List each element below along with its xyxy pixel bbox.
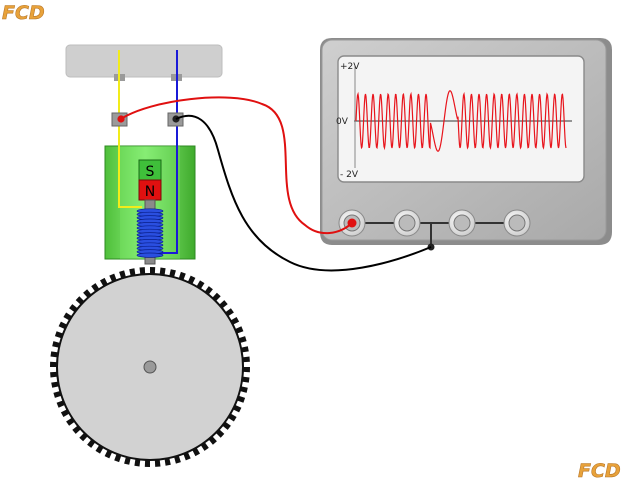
magnet-s-label: S	[146, 164, 155, 180]
bnc-input-2[interactable]	[393, 209, 421, 237]
fcd-logo-bottom: FCD	[578, 460, 621, 482]
yellow-wire	[118, 50, 142, 208]
signal-trace	[355, 90, 567, 152]
coil-turn	[136, 252, 164, 258]
label-plus-2v: +2V	[340, 62, 360, 72]
terminal-block-icon	[65, 44, 223, 81]
bnc-input-3[interactable]	[448, 209, 476, 237]
label-0v: 0V	[336, 117, 349, 127]
scope-screen	[337, 55, 585, 183]
label-minus-2v: - 2V	[340, 170, 359, 180]
magnet-icon: S N	[138, 159, 162, 201]
fcd-logo-top: FCD	[2, 2, 45, 24]
magnet-n-label: N	[145, 184, 155, 200]
oscilloscope: +2V 0V - 2V	[320, 38, 612, 251]
red-wire	[120, 96, 353, 234]
coil-icon	[136, 208, 164, 258]
blue-wire	[160, 50, 178, 254]
bnc-input-4[interactable]	[503, 209, 531, 237]
terminal-right	[167, 112, 184, 127]
black-wire	[175, 114, 432, 272]
gear-hub	[143, 360, 157, 374]
terminal-left	[111, 112, 128, 127]
